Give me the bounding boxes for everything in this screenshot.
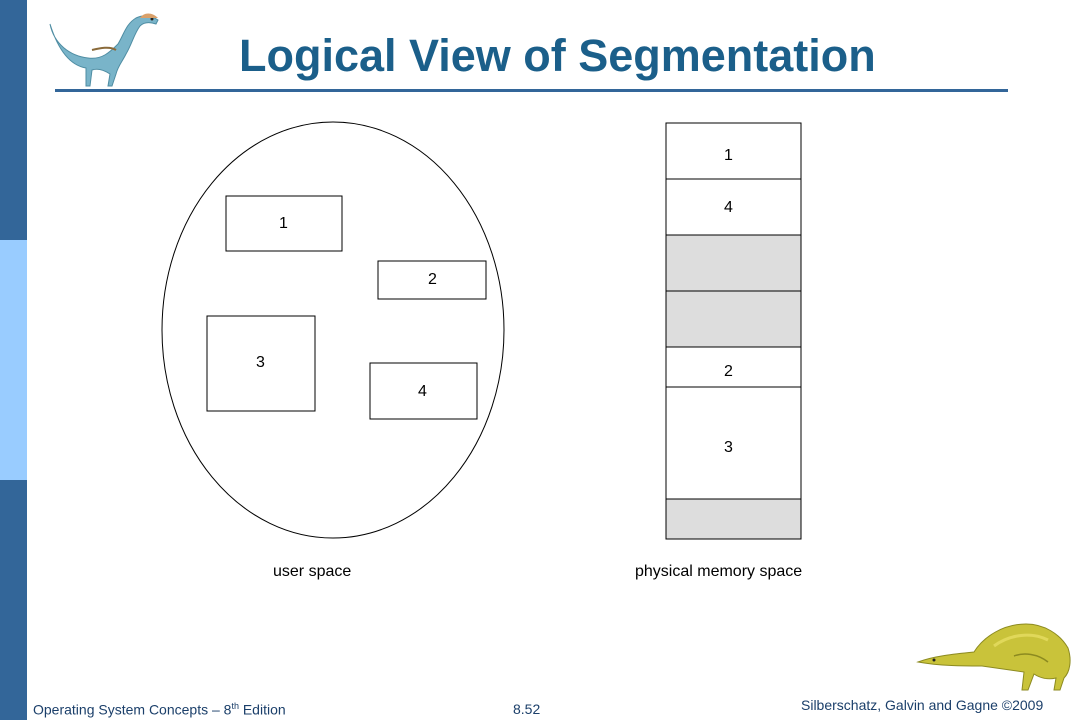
user-segment-3-box bbox=[206, 315, 316, 412]
memory-block-free-2 bbox=[665, 290, 802, 348]
slide-sidebar-highlight bbox=[0, 240, 27, 480]
user-segment-2-box bbox=[377, 260, 487, 300]
user-segment-4-label: 4 bbox=[418, 383, 427, 400]
memory-block-free-1 bbox=[665, 234, 802, 292]
dinosaur-footer-icon bbox=[916, 623, 1071, 691]
footer-copyright: Silberschatz, Galvin and Gagne ©2009 bbox=[801, 697, 1044, 713]
memory-block-4-label: 4 bbox=[724, 199, 733, 216]
slide-title: Logical View of Segmentation bbox=[239, 30, 876, 81]
memory-block-3 bbox=[665, 386, 802, 500]
memory-block-free-3 bbox=[665, 498, 802, 540]
footer-book-title: Operating System Concepts – 8th Edition bbox=[33, 701, 286, 718]
user-segment-1-label: 1 bbox=[279, 215, 288, 232]
title-divider bbox=[55, 89, 1008, 92]
footer-page-number: 8.52 bbox=[513, 701, 541, 717]
dinosaur-logo-icon bbox=[49, 13, 159, 87]
footer-book-sup: th bbox=[231, 701, 239, 711]
user-segment-1-box bbox=[225, 195, 343, 252]
user-segment-4-box bbox=[369, 362, 478, 420]
memory-block-1 bbox=[665, 122, 802, 180]
footer-book-tail: Edition bbox=[238, 701, 286, 718]
user-segment-2-label: 2 bbox=[428, 271, 437, 288]
footer-book-text: Operating System Concepts – 8 bbox=[33, 701, 232, 718]
memory-block-3-label: 3 bbox=[724, 439, 733, 456]
user-space-caption: user space bbox=[273, 563, 352, 580]
user-space-ellipse bbox=[161, 121, 505, 539]
user-segment-3-label: 3 bbox=[256, 354, 265, 371]
memory-block-1-label: 1 bbox=[724, 147, 733, 164]
physical-memory-caption: physical memory space bbox=[635, 563, 803, 580]
memory-block-2-label: 2 bbox=[724, 363, 733, 380]
memory-block-2 bbox=[665, 346, 802, 388]
memory-block-4 bbox=[665, 178, 802, 236]
